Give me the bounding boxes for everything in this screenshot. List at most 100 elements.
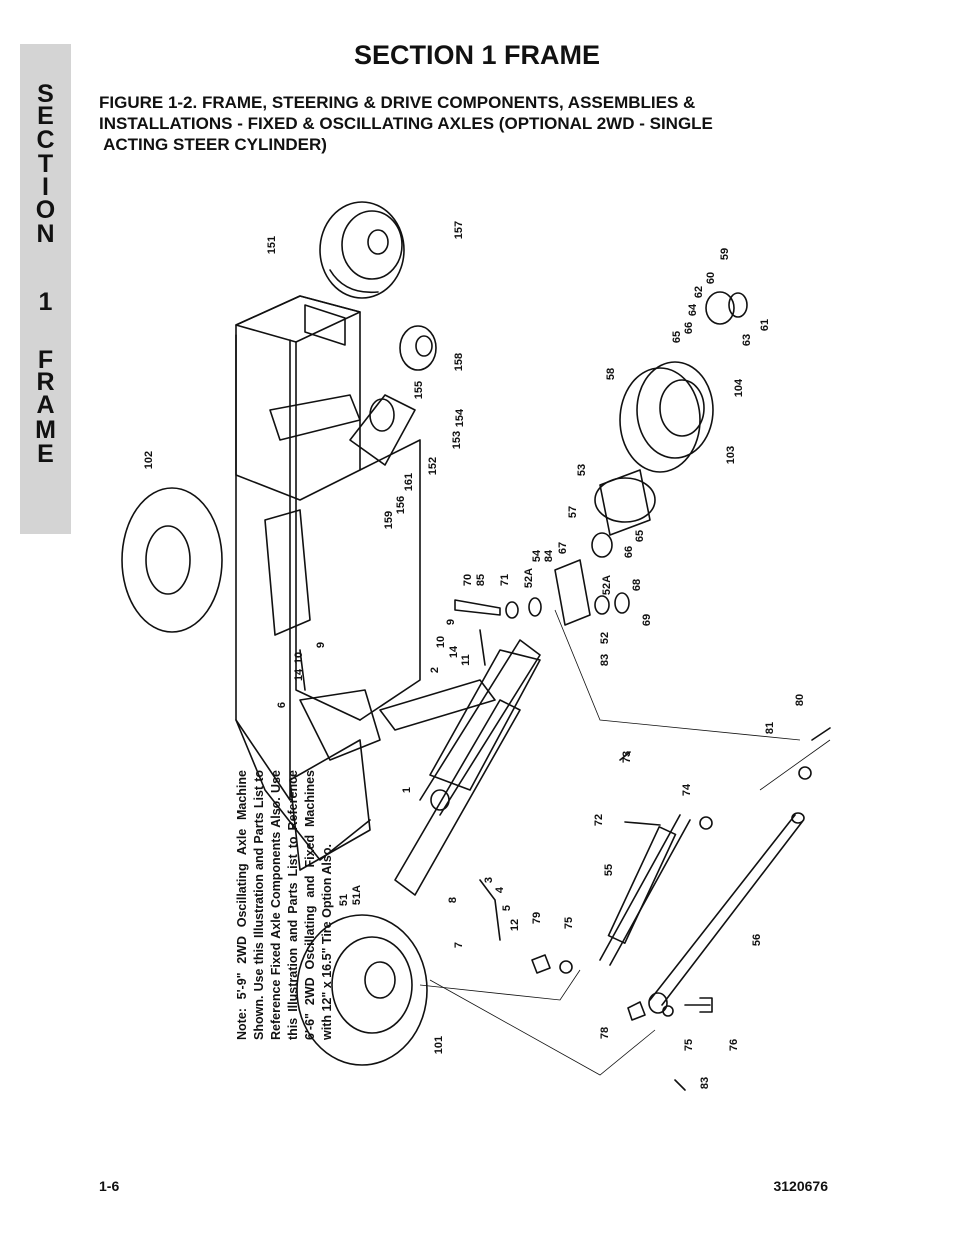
figure-title-line-2: INSTALLATIONS - FIXED & OSCILLATING AXLE… [99,114,713,133]
hardware-parts [299,629,831,1091]
callout-152: 152 [427,457,439,475]
callout-85: 85 [475,574,487,586]
callout-12: 12 [509,919,521,931]
side-tab-letter: 1 [38,288,53,316]
callout-74: 74 [681,783,693,796]
drive-hub-assembly [319,201,437,466]
callout-153: 153 [451,431,463,449]
callout-7: 7 [453,942,465,948]
callout-52aa: 52A [523,568,535,588]
illustration-note: Note: 5'-9" 2WD Oscillating Axle Machine… [235,770,334,1040]
callout-55: 55 [603,864,615,876]
callout-161: 161 [403,473,415,491]
callout-4: 4 [494,886,506,893]
callout-14b: 14 [293,668,305,681]
figure-title-line-1: FIGURE 1-2. FRAME, STEERING & DRIVE COMP… [99,93,696,112]
side-tab-letter: M [35,416,56,444]
figure-title-line-3: ACTING STEER CYLINDER) [99,135,327,154]
callout-69: 69 [641,614,653,626]
callout-73: 73 [621,751,633,763]
callout-67: 67 [557,542,569,554]
callout-10a: 10 [435,636,447,648]
callout-66a: 66 [683,322,695,334]
callout-101: 101 [433,1036,445,1054]
callout-59: 59 [719,248,731,260]
front-tire-101 [296,914,428,1066]
callout-66b: 66 [623,546,635,558]
callout-56: 56 [751,934,763,946]
callout-5: 5 [501,905,513,911]
callout-84: 84 [543,549,555,562]
frame-assembly [235,295,421,871]
callout-52ab: 52A [601,575,613,595]
callout-51a: 51A [351,885,363,905]
callout-9a: 9 [445,619,457,625]
spindle-assembly [454,532,630,626]
callout-103: 103 [725,446,737,464]
callout-6: 6 [276,702,288,708]
callout-58: 58 [605,368,617,380]
callout-155: 155 [413,381,425,399]
callout-83b: 83 [699,1077,711,1089]
callout-65b: 65 [634,530,646,542]
callout-75a: 75 [563,917,575,929]
callout-14a: 14 [448,645,460,658]
callout-52: 52 [599,632,611,644]
callout-102: 102 [143,451,155,469]
callout-51: 51 [338,894,350,906]
callout-53: 53 [576,464,588,476]
callout-79: 79 [531,912,543,924]
side-tab-letter: R [36,368,55,396]
callout-72: 72 [593,814,605,826]
side-tab-letter: E [37,440,54,468]
callout-68: 68 [631,579,643,591]
callout-11: 11 [460,654,472,666]
figure-title: FIGURE 1-2. FRAME, STEERING & DRIVE COMP… [99,92,799,155]
callout-2: 2 [429,667,441,673]
document-number: 3120676 [773,1178,828,1194]
callout-75b: 75 [683,1039,695,1051]
callout-9b: 9 [315,642,327,648]
side-tab-letter: T [37,150,54,178]
callout-157: 157 [453,221,465,239]
callout-61: 61 [759,319,771,331]
side-tab-letter: A [36,391,55,419]
side-tab-letter: O [35,196,56,224]
callout-62: 62 [693,286,705,298]
callout-8: 8 [447,897,459,903]
side-tab-letter: C [36,126,55,154]
callout-78: 78 [599,1027,611,1039]
wheel-rim-103 [594,291,748,536]
callout-71: 71 [499,574,511,586]
callout-83a: 83 [599,654,611,666]
callout-1: 1 [401,787,413,793]
side-tab-letter: E [37,102,54,130]
callout-54: 54 [531,549,543,562]
callout-154: 154 [454,408,466,427]
callout-104: 104 [733,378,745,397]
callout-63: 63 [741,334,753,346]
callout-57: 57 [567,506,579,518]
callout-81: 81 [764,722,776,734]
side-tab-letter: N [36,220,55,248]
callout-10b: 10 [293,652,305,664]
callout-65a: 65 [671,331,683,343]
callout-60: 60 [705,272,717,284]
callout-70: 70 [462,574,474,586]
callout-151: 151 [266,236,278,254]
side-tab-letter: S [37,80,54,108]
callout-64: 64 [687,303,699,316]
callout-156: 156 [395,496,407,514]
side-tab-letter: I [42,173,49,201]
section-title: SECTION 1 FRAME [353,40,601,70]
page-number: 1-6 [99,1178,120,1194]
callout-3: 3 [483,877,495,883]
rear-tire-102 [121,487,223,633]
callout-159: 159 [383,511,395,529]
axle-and-steer-cylinder [379,639,805,1014]
side-tab-letter: F [37,346,54,374]
callout-158: 158 [453,353,465,371]
callout-76: 76 [728,1039,740,1051]
